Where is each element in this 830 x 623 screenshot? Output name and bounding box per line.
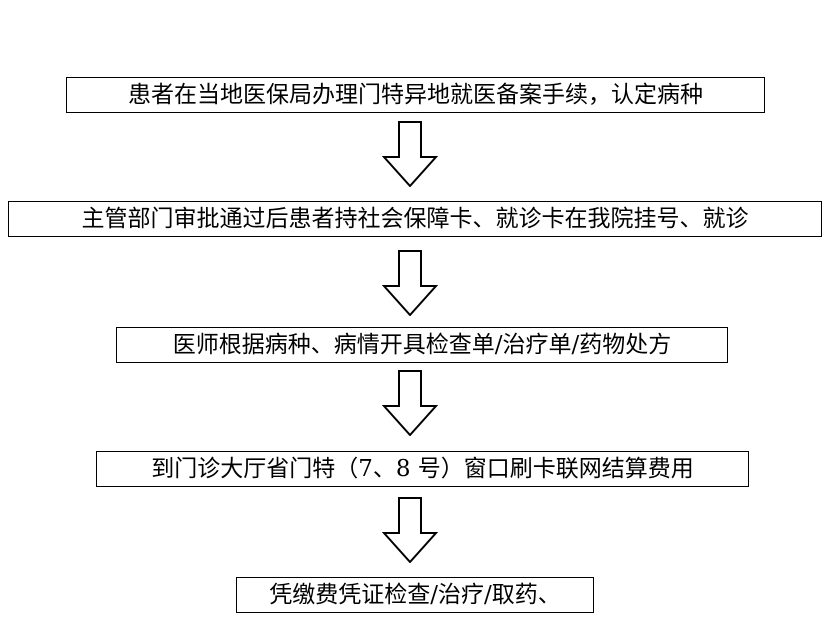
down-arrow-icon [382, 250, 438, 316]
flow-step-5-label: 凭缴费凭证检查/治疗/取药、 [269, 582, 561, 608]
down-arrow-icon [382, 497, 438, 563]
flow-step-3-label: 医师根据病种、病情开具检查单/治疗单/药物处方 [172, 332, 672, 358]
flow-step-2-label: 主管部门审批通过后患者持社会保障卡、就诊卡在我院挂号、就诊 [81, 206, 749, 232]
flow-step-1-label: 患者在当地医保局办理门特异地就医备案手续，认定病种 [128, 82, 703, 108]
flow-step-2: 主管部门审批通过后患者持社会保障卡、就诊卡在我院挂号、就诊 [8, 201, 822, 237]
flow-step-5: 凭缴费凭证检查/治疗/取药、 [236, 577, 594, 613]
flow-step-4: 到门诊大厅省门特（7、8 号）窗口刷卡联网结算费用 [96, 451, 749, 487]
flow-step-3: 医师根据病种、病情开具检查单/治疗单/药物处方 [116, 327, 728, 363]
down-arrow-icon [382, 121, 438, 187]
flow-step-4-label: 到门诊大厅省门特（7、8 号）窗口刷卡联网结算费用 [151, 456, 694, 482]
down-arrow-icon [382, 370, 438, 436]
flow-step-1: 患者在当地医保局办理门特异地就医备案手续，认定病种 [66, 77, 765, 113]
